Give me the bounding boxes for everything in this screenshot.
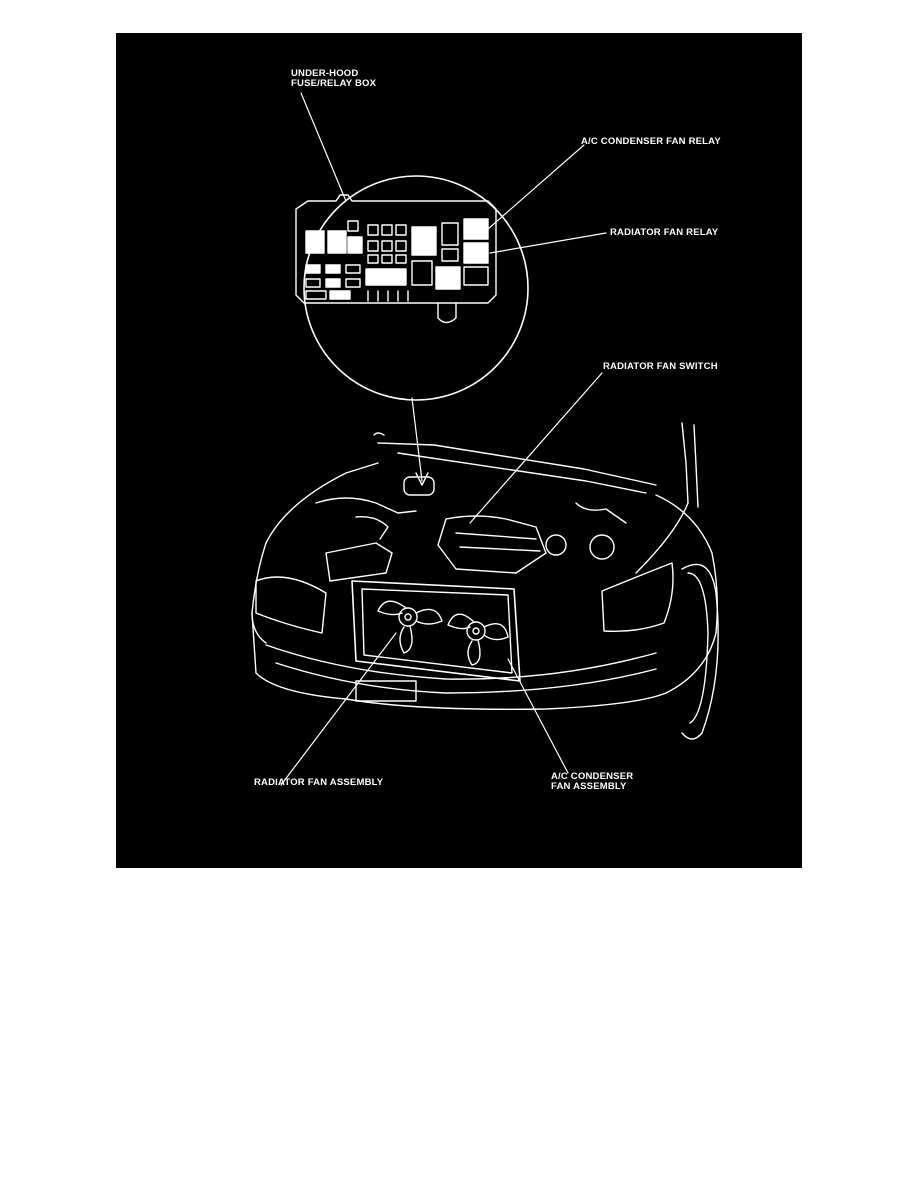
- leader-fuse-box: [300, 92, 347, 202]
- right-headlight: [601, 562, 674, 633]
- leader-ac-fan-assembly: [507, 658, 569, 774]
- leader-radiator-fan-switch: [469, 372, 603, 524]
- leader-lines: [280, 92, 607, 786]
- engine-bay-diagram: UNDER-HOOD FUSE/RELAY BOX A/C CONDENSER …: [116, 33, 802, 868]
- leader-radiator-fan-relay: [489, 232, 607, 254]
- diagram-artwork: [251, 92, 719, 786]
- front-wheel: [681, 563, 719, 740]
- fuse-box-plug: [437, 302, 457, 324]
- label-fuse-box-line2: FUSE/RELAY BOX: [291, 78, 377, 89]
- label-fuse-box-line1: UNDER-HOOD: [291, 68, 359, 79]
- label-radiator-fan-assembly: RADIATOR FAN ASSEMBLY: [254, 777, 384, 788]
- label-radiator-fan-relay: RADIATOR FAN RELAY: [610, 227, 719, 238]
- label-ac-condenser-fan-relay: A/C CONDENSER FAN RELAY: [581, 136, 721, 147]
- ac-condenser-fan: [447, 613, 509, 666]
- car-drawing: [251, 422, 719, 740]
- fuse-box-outline: [295, 194, 497, 304]
- label-radiator-fan-switch: RADIATOR FAN SWITCH: [603, 361, 718, 372]
- leader-fuse-box-to-car: [411, 397, 423, 482]
- radiator-frame: [351, 580, 521, 682]
- leader-radiator-fan-assembly: [280, 632, 397, 786]
- radiator-fan: [377, 600, 443, 654]
- label-ac-condenser-fan-assembly: A/C CONDENSER FAN ASSEMBLY: [551, 772, 633, 792]
- magnifier-circle: [303, 175, 529, 401]
- label-ac-fan-assembly-line1: A/C CONDENSER: [551, 771, 634, 782]
- left-headlight: [255, 576, 327, 634]
- label-under-hood-fuse-relay-box: UNDER-HOOD FUSE/RELAY BOX: [291, 69, 376, 89]
- leader-ac-fan-relay: [487, 144, 585, 230]
- fuse-box-magnifier: [295, 175, 529, 401]
- label-ac-fan-assembly-line2: FAN ASSEMBLY: [551, 781, 627, 792]
